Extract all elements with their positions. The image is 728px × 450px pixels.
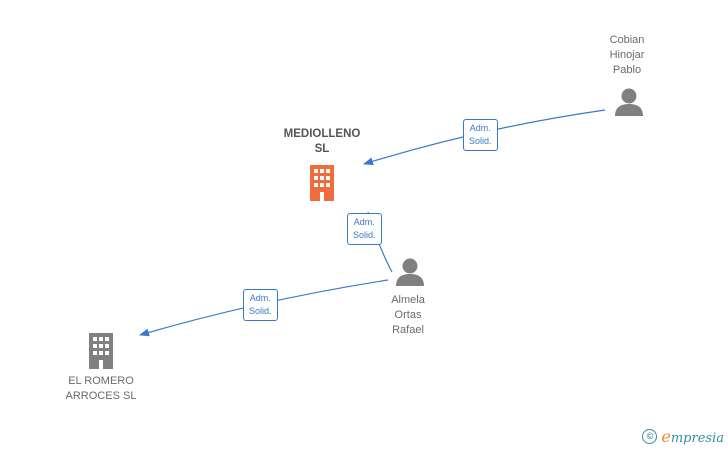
company-node-mediolleno[interactable]: MEDIOLLENO SL (262, 127, 382, 203)
person-node-almela[interactable]: Almela Ortas Rafael (348, 258, 468, 342)
edge-label-cobian-mediolleno[interactable]: Adm. Solid. (463, 119, 498, 151)
building-icon (310, 165, 334, 201)
person-name: Almela Ortas Rafael (391, 294, 425, 336)
person-icon (615, 88, 643, 116)
edge-label-almela-el-romero[interactable]: Adm. Solid. (243, 289, 278, 321)
company-name: EL ROMERO ARROCES SL (65, 375, 137, 402)
copyright-icon: © (642, 429, 658, 444)
empresia-logo: empresia (661, 427, 724, 446)
person-node-cobian[interactable]: Cobian Hinojar Pablo (567, 33, 687, 119)
person-icon (396, 258, 424, 286)
building-icon (89, 333, 113, 369)
company-name: MEDIOLLENO SL (283, 128, 361, 155)
brand-footer: © empresia (642, 427, 724, 446)
person-name: Cobian Hinojar Pablo (609, 34, 645, 76)
company-node-el-romero[interactable]: EL ROMERO ARROCES SL (41, 333, 161, 405)
edge-label-almela-mediolleno[interactable]: Adm. Solid. (347, 213, 382, 245)
